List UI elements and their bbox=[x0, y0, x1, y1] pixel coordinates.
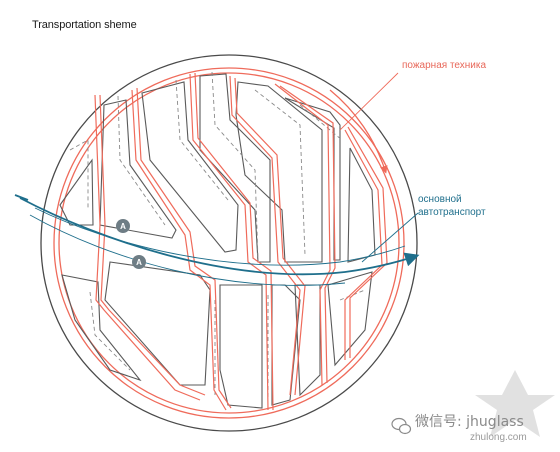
marker-a-lower-text: A bbox=[136, 258, 142, 267]
dashed-footprints bbox=[69, 71, 366, 400]
fire-ring-outer bbox=[53, 67, 405, 419]
diagram-title: Transportation sheme bbox=[32, 19, 137, 31]
main-traffic-label: основной автотранспорт bbox=[418, 193, 486, 219]
wechat-icon bbox=[391, 417, 412, 435]
zhulong-watermark: zhulong.com bbox=[470, 432, 527, 443]
marker-a-upper: A bbox=[116, 219, 130, 233]
main-traffic-road bbox=[14, 194, 420, 286]
wechat-watermark: 微信号: jhuglass bbox=[415, 414, 524, 430]
fire-route-label: пожарная техника bbox=[402, 60, 487, 71]
marker-a-lower: A bbox=[132, 255, 146, 269]
building-blocks-upper bbox=[59, 73, 376, 263]
zhulong-logo-icon bbox=[475, 370, 555, 437]
marker-a-upper-text: A bbox=[120, 222, 126, 231]
outer-boundary bbox=[40, 54, 418, 432]
fire-ring-arrow bbox=[329, 89, 388, 174]
road-callout-line bbox=[361, 212, 419, 263]
main-traffic-label-line2: автотранспорт bbox=[418, 207, 486, 218]
fire-callout-line bbox=[339, 72, 399, 131]
main-traffic-label-line1: основной bbox=[418, 194, 462, 205]
fire-ring-inner bbox=[58, 72, 400, 414]
fire-lanes bbox=[94, 72, 388, 411]
